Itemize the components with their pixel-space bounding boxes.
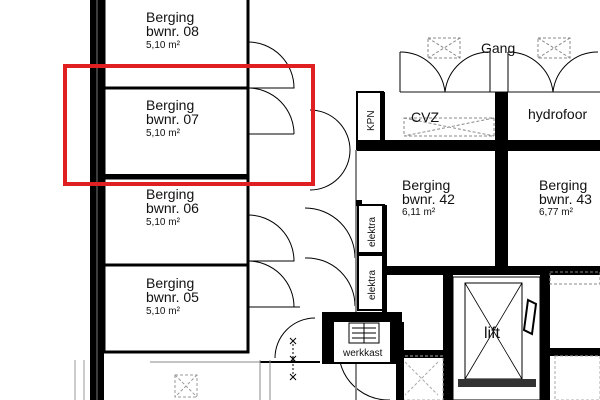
room-area: 6,11 m² bbox=[402, 207, 436, 218]
cvz-label: CVZ bbox=[411, 109, 439, 125]
room-label-b07: Berging bwnr. 07 5,10 m² bbox=[146, 97, 199, 139]
room-number: bwnr. 43 bbox=[539, 191, 592, 207]
room-name: Berging bbox=[146, 97, 194, 113]
werkkast-label: werkkast bbox=[342, 348, 383, 359]
room-name: Berging bbox=[146, 9, 194, 25]
door-swings bbox=[247, 41, 390, 400]
interior-wall bbox=[495, 92, 508, 268]
room-label-b42: Berging bwnr. 42 6,11 m² bbox=[402, 177, 455, 218]
lift-shaft bbox=[452, 276, 541, 400]
lift-label: lift bbox=[484, 325, 501, 342]
hydrofoor-label: hydrofoor bbox=[528, 106, 587, 122]
room-area: 5,10 m² bbox=[146, 128, 181, 139]
kpn-label: KPN bbox=[366, 110, 377, 131]
elektra-label: elektra bbox=[367, 270, 378, 300]
elektra-label: elektra bbox=[367, 217, 378, 247]
room-number: bwnr. 06 bbox=[146, 200, 199, 216]
room-label-b06: Berging bwnr. 06 5,10 m² bbox=[146, 186, 199, 228]
room-number: bwnr. 05 bbox=[146, 289, 199, 305]
room-name: Berging bbox=[146, 186, 194, 202]
room-label-b08: Berging bwnr. 08 5,10 m² bbox=[146, 9, 199, 51]
room-area: 5,10 m² bbox=[146, 217, 181, 228]
room-number: bwnr. 42 bbox=[402, 191, 455, 207]
highlight-box bbox=[63, 64, 315, 186]
fire-break-marks bbox=[289, 337, 297, 381]
storage-rooms-left bbox=[102, 0, 250, 354]
room-area: 5,10 m² bbox=[146, 306, 181, 317]
room-area: 6,77 m² bbox=[539, 207, 574, 218]
interior-wall bbox=[356, 140, 600, 151]
room-label-b43: Berging bwnr. 43 6,77 m² bbox=[539, 177, 592, 218]
room-name: Berging bbox=[539, 177, 587, 193]
room-area: 5,10 m² bbox=[146, 40, 181, 51]
room-number: bwnr. 08 bbox=[146, 23, 199, 39]
gang-label: Gang bbox=[481, 40, 515, 56]
room-number: bwnr. 07 bbox=[146, 111, 199, 127]
room-label-b05: Berging bwnr. 05 5,10 m² bbox=[146, 275, 199, 317]
room-name: Berging bbox=[146, 275, 194, 291]
room-name: Berging bbox=[402, 177, 450, 193]
